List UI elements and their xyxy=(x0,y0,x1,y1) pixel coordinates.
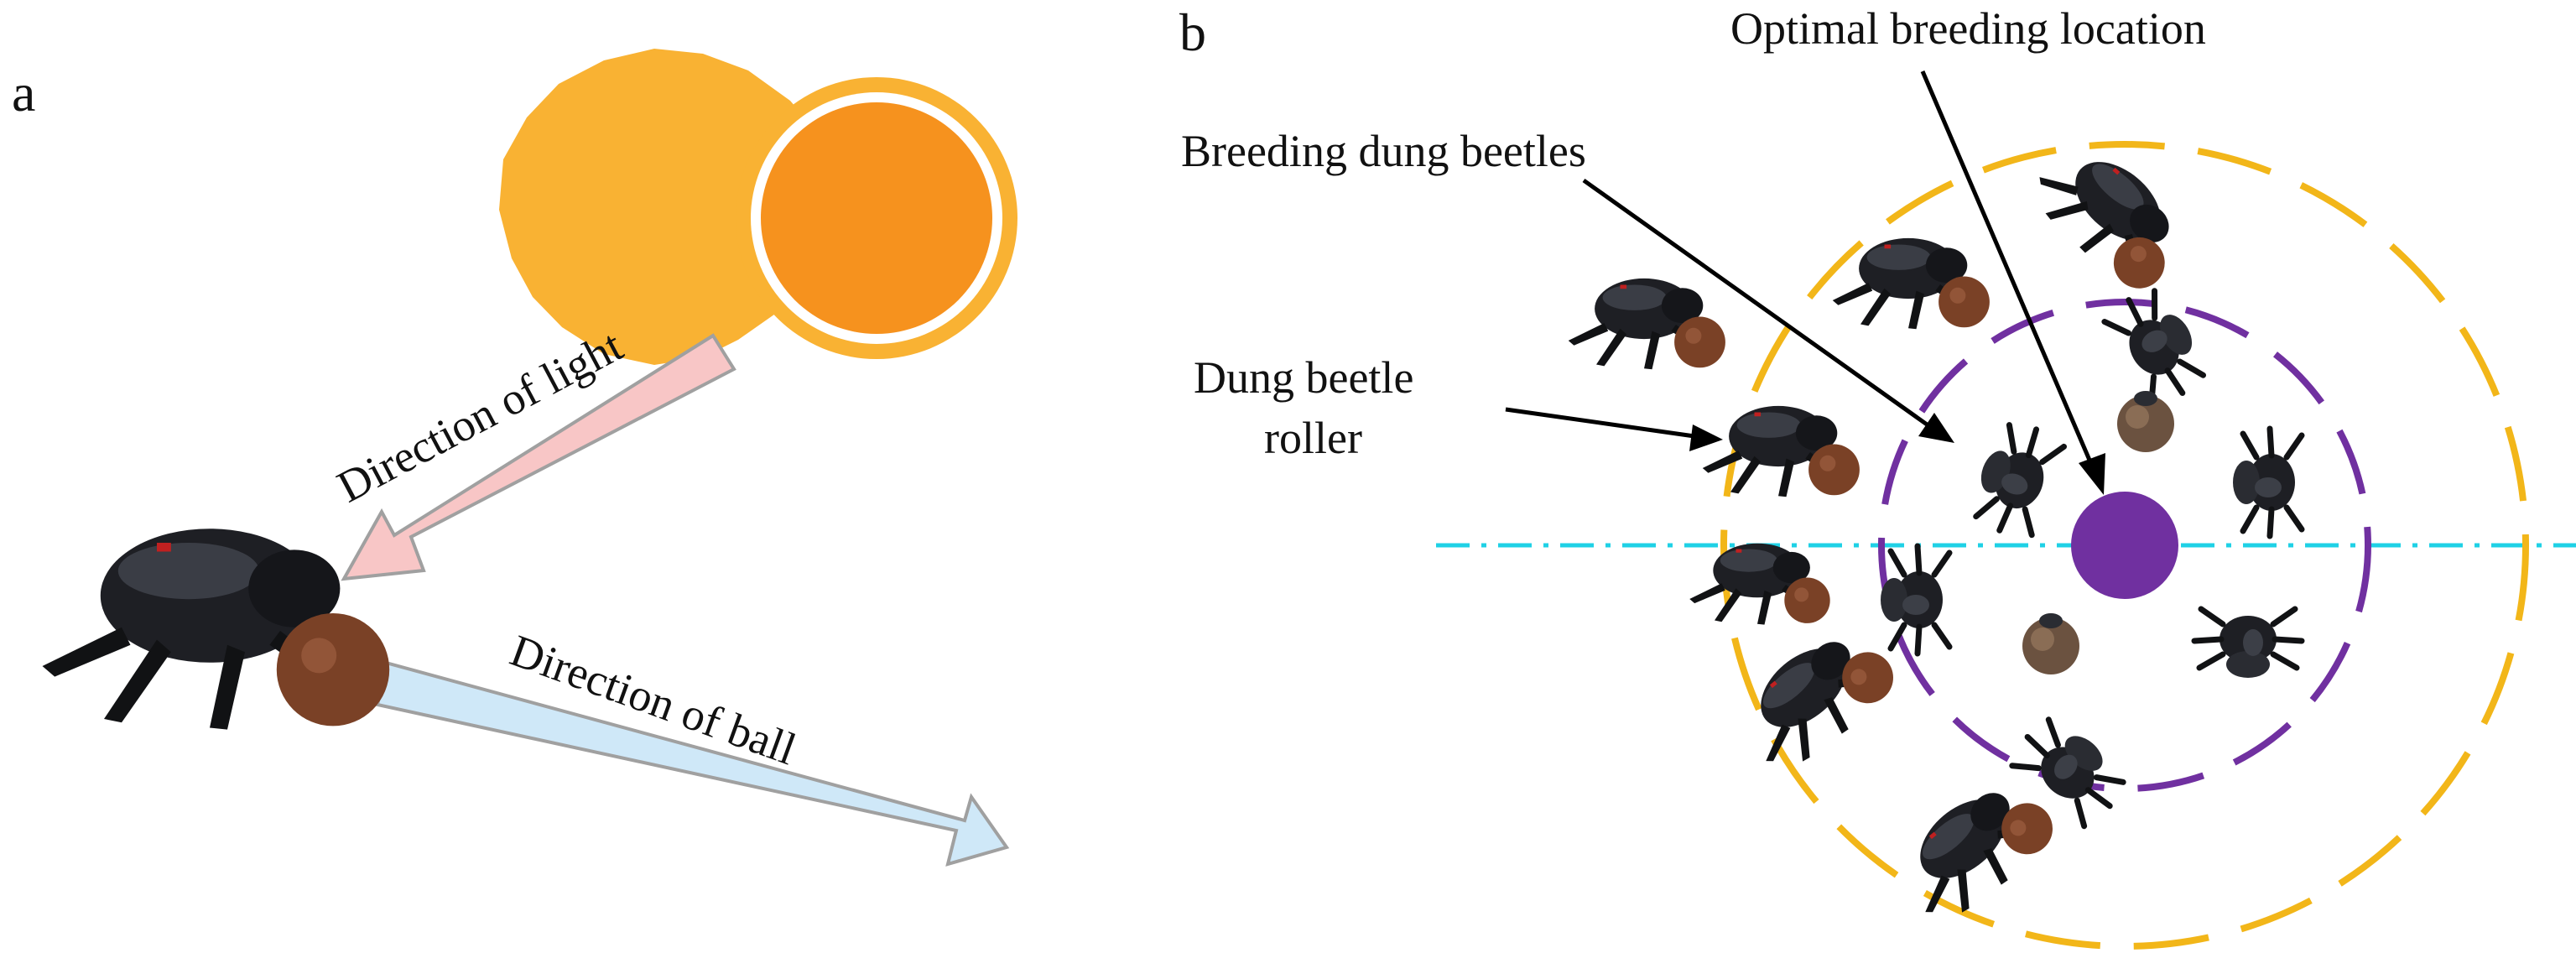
breeding-pointer-arrow xyxy=(1582,178,1954,443)
light-direction-arrow xyxy=(341,333,736,581)
sun-icon xyxy=(499,49,1017,365)
roller-pointer-arrow xyxy=(1505,407,1723,451)
inner-boundary-ring xyxy=(1878,299,2371,792)
breeding-beetle-4 xyxy=(1881,546,1949,654)
roller-beetle-7 xyxy=(1885,763,2064,935)
optimal-pointer-arrow xyxy=(1920,70,2105,495)
roller-label-line1: Dung beetle xyxy=(1194,352,1413,403)
breeding-beetle-3 xyxy=(2233,429,2302,536)
ball-direction-arrow xyxy=(375,660,1010,867)
brood-ball-1 xyxy=(2117,391,2174,452)
breeding-beetle-1 xyxy=(1965,417,2066,541)
brood-ball-2 xyxy=(2022,613,2079,674)
optimal-breeding-location-dot xyxy=(2071,492,2178,599)
panel-a-label: a xyxy=(12,63,35,122)
panel-b-label: b xyxy=(1179,3,1206,62)
dung-beetle-with-ball xyxy=(42,529,390,730)
roller-beetle-1 xyxy=(1568,278,1725,370)
breeding-dung-beetles-label: Breeding dung beetles xyxy=(1181,126,1586,176)
breeding-beetle-5 xyxy=(2194,609,2302,678)
outer-boundary-ring xyxy=(1720,141,2529,950)
roller-beetle-5 xyxy=(1689,543,1830,625)
optimal-breeding-location-label: Optimal breeding location xyxy=(1730,3,2206,54)
roller-label-line2: roller xyxy=(1264,413,1362,463)
